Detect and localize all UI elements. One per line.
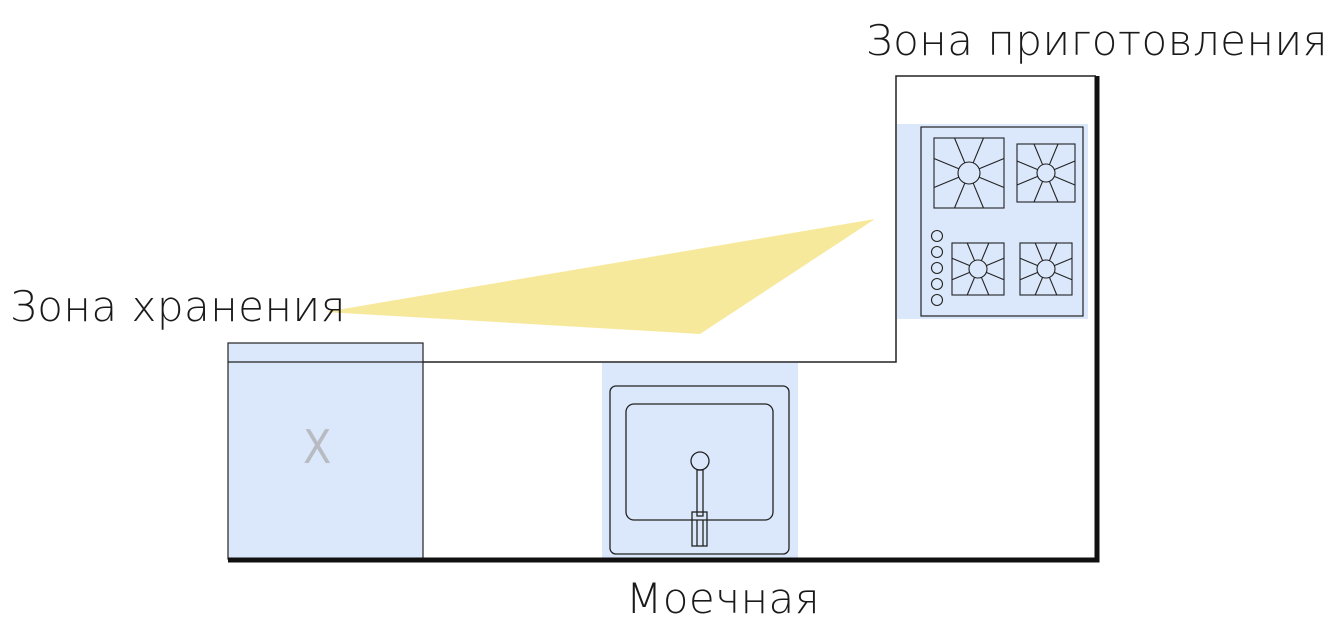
sink-zone-label: Моечная [626,574,821,623]
knob-icon [930,229,944,243]
burner-icon [1016,143,1076,203]
burner-icon [1019,242,1073,296]
cooking-zone-highlight [897,124,1088,319]
stove-burners [933,137,1076,296]
wall-line [228,76,1100,563]
knob-icon [930,293,944,307]
faucet-icon [690,451,710,547]
stove-knobs [930,229,944,307]
countertop-outline [228,75,1096,363]
stove-icon [920,126,1084,317]
storage-mark: X [303,420,332,474]
burner-icon [951,242,1005,296]
burner-icon [933,137,1005,209]
sink-icon [609,385,790,555]
knob-icon [930,277,944,291]
knob-icon [930,245,944,259]
work-triangle [325,219,875,334]
storage-zone-label: Зона хранения [10,282,346,331]
sink-zone-highlight [602,363,798,558]
cooking-zone-label: Зона приготовления [865,16,1328,65]
knob-icon [930,261,944,275]
